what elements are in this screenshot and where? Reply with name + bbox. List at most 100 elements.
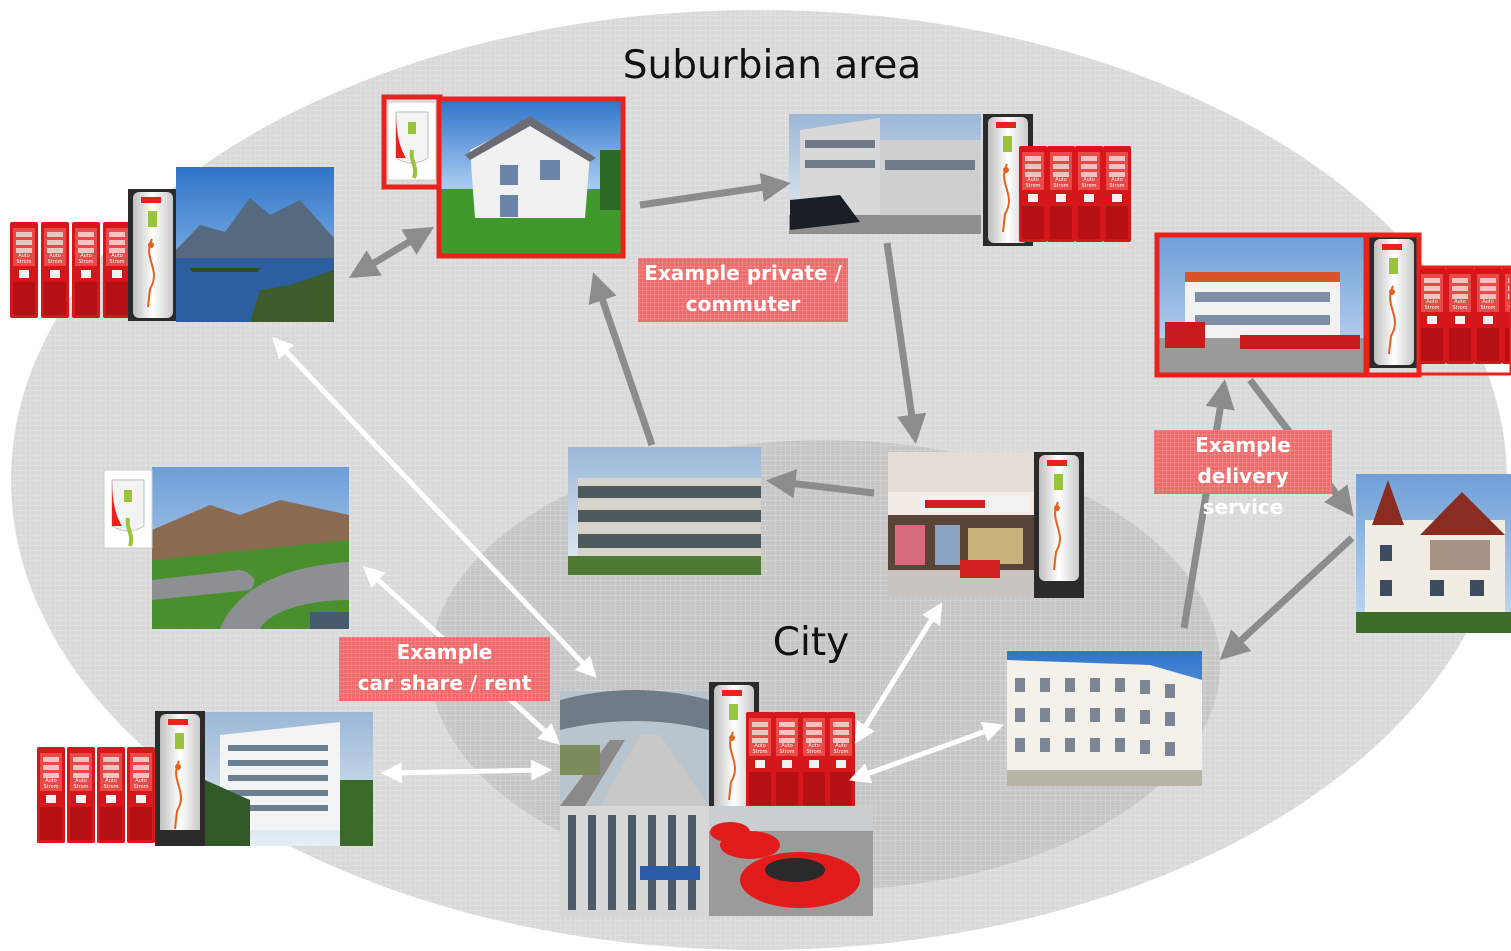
company-building-photo: [205, 712, 373, 846]
suburban-street-photo: [152, 467, 349, 629]
red-charger-unit-label: Strom: [1480, 305, 1495, 311]
shop-photo: [888, 452, 1034, 597]
suburban-area-label: Suburbian area: [623, 43, 922, 88]
example-private-commuter-tag: Example private / commuter: [638, 258, 848, 322]
home-station-group: [381, 94, 626, 259]
red-charger-unit-label: Strom: [73, 784, 88, 790]
red-charger-unit-label: Strom: [1081, 183, 1096, 189]
car-share-fleet-photo: [709, 806, 873, 916]
red-charger-unit-label: Auto: [75, 778, 87, 784]
arrow-lake-home: [348, 226, 435, 279]
red-charger-unit-label: Auto: [1111, 177, 1123, 183]
example-car-share-tag: Example car share / rent: [339, 637, 550, 701]
city-label: City: [773, 620, 849, 665]
arrow-officeblock-to-home: [588, 272, 656, 447]
red-charger-unit-label: Auto: [1083, 177, 1095, 183]
red-charger-unit-label: Strom: [1424, 305, 1439, 311]
red-charger-unit-label: Strom: [16, 259, 31, 265]
arrow-hub-apartment: [849, 721, 1004, 784]
arrow-company-hub: [380, 759, 553, 784]
red-charger-unit-label: Auto: [135, 778, 147, 784]
red-charger-unit-label: Auto: [45, 778, 57, 784]
red-charger-unit-label: Strom: [1109, 183, 1124, 189]
red-charger-unit-label: Strom: [833, 749, 848, 755]
red-charger-unit-label: Auto: [18, 253, 30, 259]
red-charger-unit-label: Strom: [779, 749, 794, 755]
arrow-home-to-office: [639, 172, 791, 209]
red-charger-unit-label: Auto: [80, 253, 92, 259]
red-charger-unit-label: Strom: [1025, 183, 1040, 189]
red-charger-unit-label: Auto: [781, 743, 793, 749]
apartment-block-photo: [1007, 651, 1202, 786]
train-station-photo: [560, 690, 709, 806]
parking-garage-photo: [560, 806, 709, 916]
example-delivery-service-tag: Example delivery service: [1154, 430, 1332, 519]
red-charger-unit-label: Strom: [806, 749, 821, 755]
red-charger-unit-label: Strom: [43, 784, 58, 790]
red-charger-unit-label: Auto: [1426, 299, 1438, 305]
red-charger-unit-label: Strom: [47, 259, 62, 265]
arrow-apartment-to-depot: [1180, 379, 1235, 629]
red-charger-unit-label: Auto: [1027, 177, 1039, 183]
red-charger-unit-label: Strom: [1452, 305, 1467, 311]
lake-photo: [176, 167, 334, 322]
delivery-depot-photo: [1157, 235, 1366, 375]
red-charger-unit-label: Auto: [1055, 177, 1067, 183]
pillar-charger-icon: [1033, 451, 1085, 585]
wallbox-charger-icon: [102, 468, 154, 550]
home-highlight-frame: [436, 96, 626, 259]
office-block-photo: [568, 447, 761, 575]
red-charger-unit-label: Strom: [752, 749, 767, 755]
red-charger-unit-label: Strom: [103, 784, 118, 790]
detached-house-photo: [439, 99, 623, 256]
red-charger-unit-label: Auto: [835, 743, 847, 749]
red-charger-unit-label: Auto: [808, 743, 820, 749]
red-charger-unit-label: Strom: [78, 259, 93, 265]
office-building-photo: [789, 114, 981, 234]
red-charger-unit-label: Strom: [109, 259, 124, 265]
red-charger-unit-label: Auto: [1454, 299, 1466, 305]
pillar-charger-icon: [127, 188, 179, 322]
pillar-charger-icon: [154, 710, 206, 844]
pillar-charger-icon: [1368, 235, 1420, 369]
arrow-shop-to-officeblock: [766, 469, 875, 499]
red-charger-unit-label: Auto: [105, 778, 117, 784]
wallbox-charger-icon: [386, 100, 438, 182]
shop-station-group: [888, 451, 1085, 598]
arrow-office-to-shop: [883, 242, 927, 444]
red-charger-unit-label: Strom: [133, 784, 148, 790]
arrow-villa-to-apartment: [1219, 535, 1355, 660]
villa-photo: [1356, 474, 1511, 633]
red-charger-unit-label: Auto: [1482, 299, 1494, 305]
red-charger-unit-label: Strom: [1053, 183, 1068, 189]
red-charger-unit-label: Auto: [111, 253, 123, 259]
red-charger-unit-label: Auto: [754, 743, 766, 749]
arrow-hub-shop: [854, 602, 943, 744]
red-charger-unit-label: Auto: [49, 253, 61, 259]
